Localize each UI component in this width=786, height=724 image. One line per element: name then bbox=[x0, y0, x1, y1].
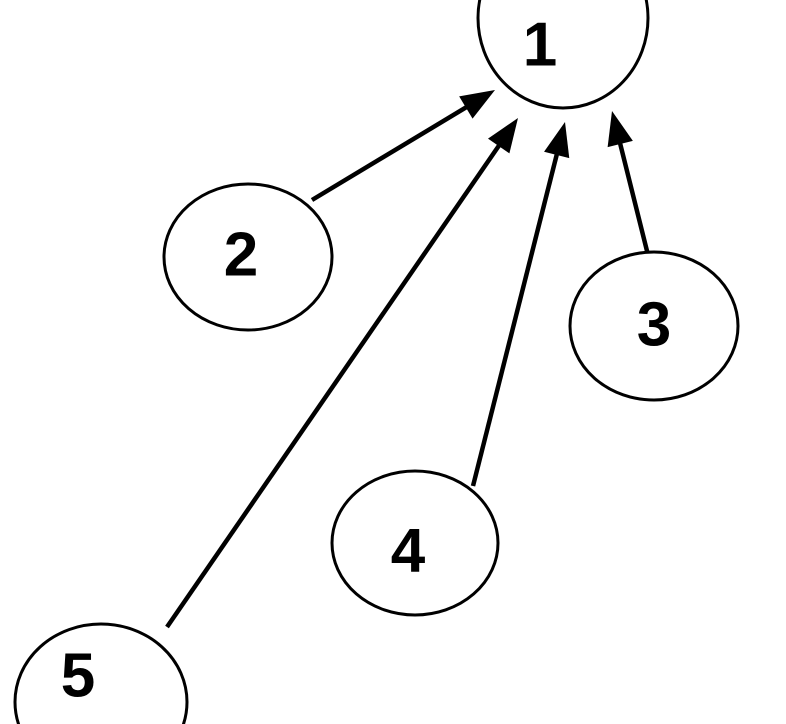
node-3[interactable]: 3 bbox=[568, 250, 740, 402]
node-1-label: 1 bbox=[523, 11, 557, 80]
edge-3-to-1-line bbox=[615, 134, 651, 256]
node-5-label: 5 bbox=[61, 642, 95, 711]
node-3-ellipse bbox=[568, 250, 740, 402]
edge-5-to-1-arrowhead bbox=[488, 118, 518, 154]
edge-5-to-1[interactable] bbox=[165, 118, 518, 629]
node-2-ellipse bbox=[162, 182, 334, 332]
node-1[interactable]: 1 bbox=[476, 0, 650, 110]
node-4[interactable]: 4 bbox=[330, 469, 500, 617]
node-5-ellipse bbox=[13, 622, 189, 724]
edge-layer bbox=[165, 90, 651, 629]
edge-2-to-1-arrowhead bbox=[459, 90, 495, 119]
node-2-label: 2 bbox=[224, 221, 258, 290]
node-2[interactable]: 2 bbox=[162, 182, 334, 332]
edge-4-to-1[interactable] bbox=[470, 122, 570, 487]
edge-2-to-1-line bbox=[310, 100, 476, 202]
edge-4-to-1-arrowhead bbox=[544, 122, 570, 159]
node-layer: 1 2 3 4 5 bbox=[13, 0, 740, 724]
edge-3-to-1-arrowhead bbox=[607, 111, 633, 148]
edge-4-to-1-line bbox=[470, 145, 562, 487]
node-3-label: 3 bbox=[637, 291, 671, 360]
node-1-ellipse bbox=[476, 0, 650, 110]
node-4-label: 4 bbox=[391, 517, 426, 586]
edge-5-to-1-line bbox=[165, 136, 506, 629]
edge-2-to-1[interactable] bbox=[310, 90, 495, 202]
edge-3-to-1[interactable] bbox=[607, 111, 651, 256]
node-5[interactable]: 5 bbox=[13, 622, 189, 724]
node-4-ellipse bbox=[330, 469, 500, 617]
